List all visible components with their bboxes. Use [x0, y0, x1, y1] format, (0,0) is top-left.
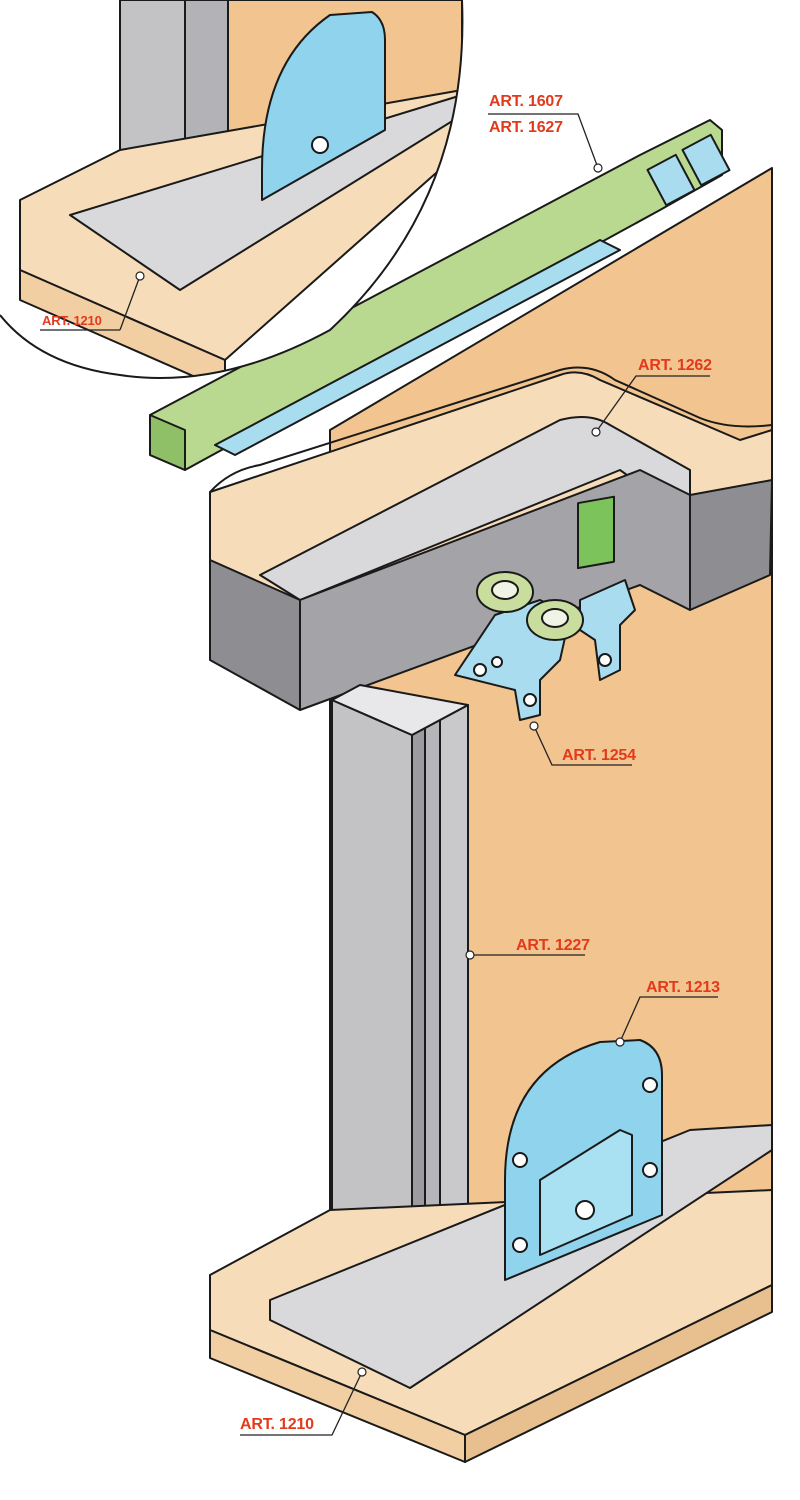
aluminium-door-profile: [331, 684, 469, 1341]
roller-wheel: [476, 571, 534, 613]
label-art-1254: ART. 1254: [562, 747, 636, 764]
label-art-1262: ART. 1262: [638, 357, 712, 374]
soft-close-damper: [149, 119, 731, 471]
label-art-1210-inset: ART. 1210: [42, 313, 102, 328]
label-art-1227: ART. 1227: [516, 937, 590, 954]
leader-lines: [40, 113, 718, 1436]
roller-wheel: [526, 599, 584, 641]
top-board-with-top-track: [209, 366, 773, 711]
label-art-1210: ART. 1210: [240, 1416, 314, 1433]
label-art-1627: ART. 1627: [489, 119, 563, 136]
label-art-1213: ART. 1213: [646, 979, 720, 996]
detail-inset-circle: [0, 0, 464, 379]
label-art-1607: ART. 1607: [489, 93, 563, 110]
bottom-guide-fitting: [504, 1039, 663, 1281]
top-roller-fitting: [454, 495, 636, 721]
part-labels: ART. 1607 ART. 1627 ART. 1210 ART. 1262 …: [42, 93, 720, 1433]
